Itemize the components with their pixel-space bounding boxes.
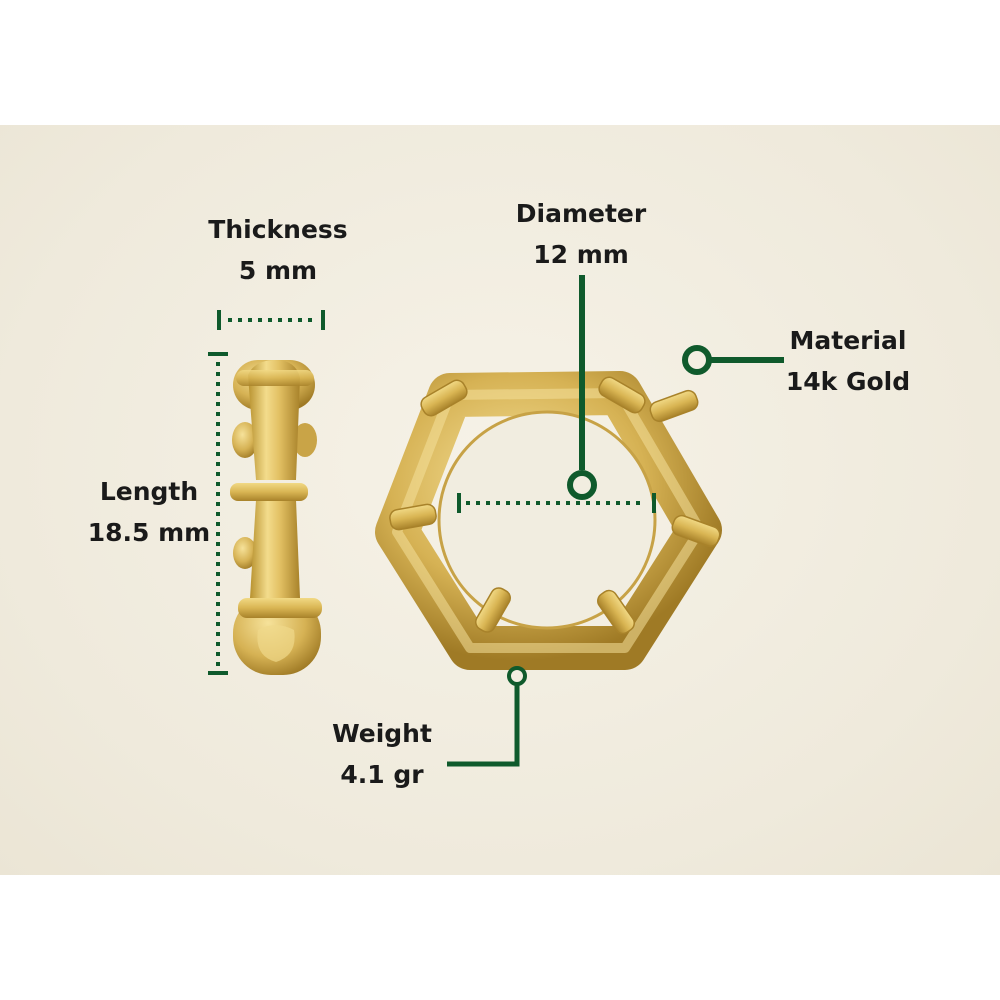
length-label: Length 18.5 mm [82, 471, 216, 553]
length-value: 18.5 mm [87, 518, 211, 547]
material-value: 14k Gold [785, 367, 911, 396]
material-title: Material [789, 326, 907, 355]
weight-label: Weight 4.1 gr [318, 713, 446, 795]
material-leader-line [682, 345, 784, 375]
thickness-dimension-line [217, 310, 325, 330]
earring-side-view [230, 360, 322, 675]
length-dimension-line [208, 352, 228, 675]
thickness-value: 5 mm [238, 256, 318, 285]
thickness-label: Thickness 5 mm [200, 209, 356, 291]
diameter-title: Diameter [515, 199, 647, 228]
weight-title: Weight [332, 719, 432, 748]
weight-value: 4.1 gr [340, 760, 424, 789]
weight-leader-line [447, 666, 527, 767]
material-label: Material 14k Gold [772, 320, 924, 402]
diameter-value: 12 mm [533, 240, 629, 269]
earring-front-view [375, 371, 722, 670]
dimension-lines [208, 275, 784, 767]
diameter-label: Diameter 12 mm [506, 193, 656, 275]
thickness-title: Thickness [208, 215, 348, 244]
diameter-dimension-line [457, 275, 656, 513]
length-title: Length [99, 477, 199, 506]
